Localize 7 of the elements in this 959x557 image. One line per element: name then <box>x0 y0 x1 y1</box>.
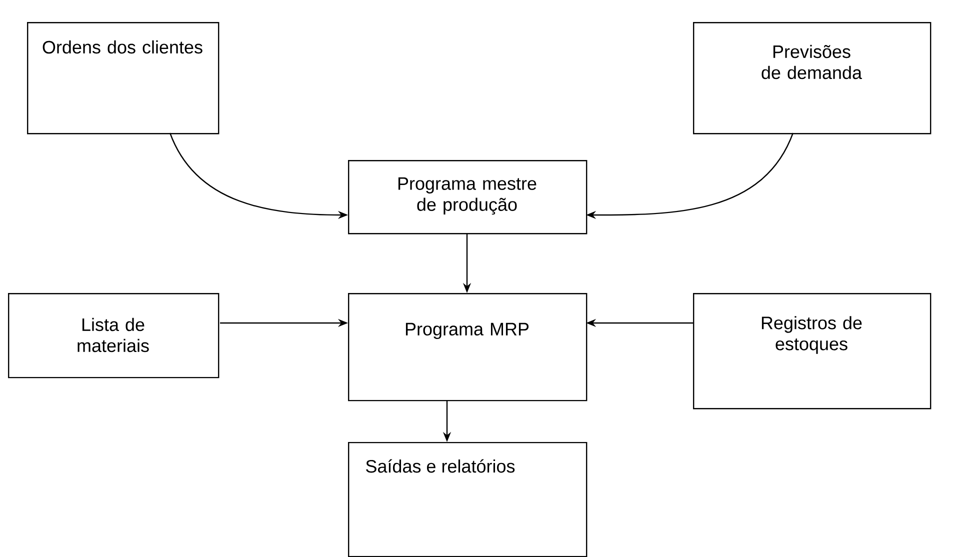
process-box: Previsões de demanda <box>693 22 932 134</box>
process-box: Lista de materiais <box>8 292 220 378</box>
process-box: Programa mestre de produção <box>348 160 588 234</box>
process-box: Ordens dos clientes <box>27 22 220 134</box>
process-box: Saídas e relatórios <box>348 442 588 557</box>
process-box: Registros de estoques <box>693 292 932 410</box>
process-box: Programa MRP <box>348 292 588 402</box>
